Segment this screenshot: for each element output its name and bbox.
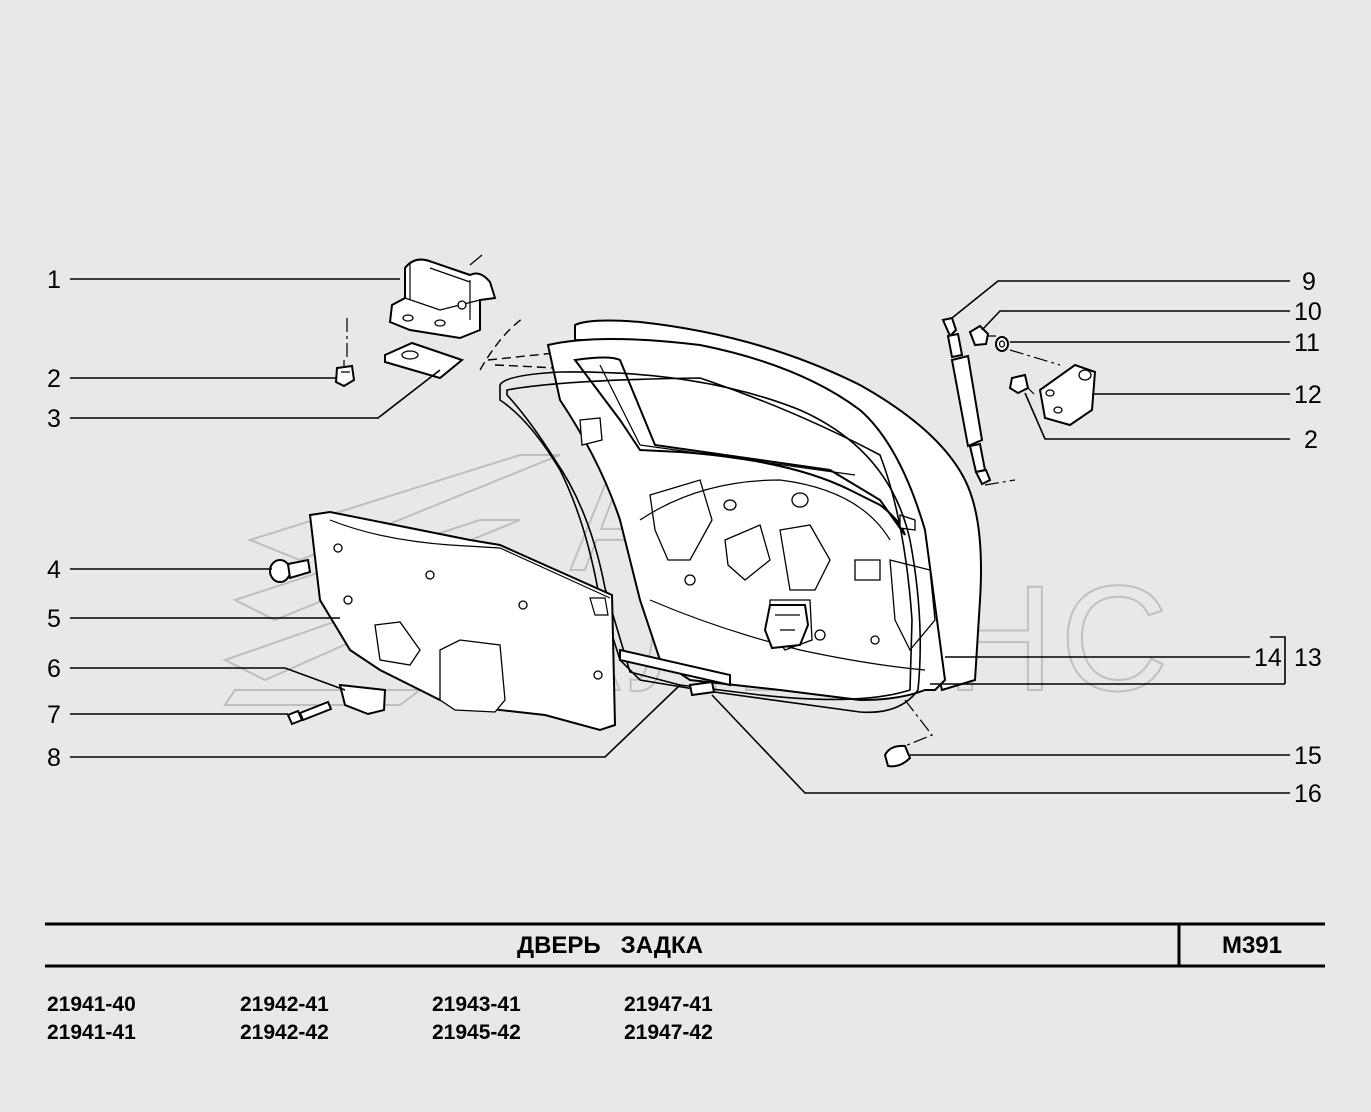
part-bolt-right	[1008, 373, 1035, 395]
model-code: 21947-41	[624, 993, 713, 1016]
callout-11: 11	[1294, 329, 1320, 357]
callout-12: 12	[1294, 381, 1322, 409]
part-trunk-lid	[546, 319, 982, 702]
callout-2-left: 2	[47, 365, 61, 393]
part-gas-strut	[941, 316, 1016, 486]
model-list: 21941-40 21941-41 21942-41 21942-42 2194…	[47, 993, 713, 1044]
page-code: M391	[1222, 932, 1282, 959]
part-ball-stud	[968, 324, 996, 347]
callout-9: 9	[1302, 268, 1316, 296]
part-clip	[688, 680, 716, 697]
callouts: 1 2 3 4 5 6 7 8 9 10 11 12 2 14 13 15 16	[47, 266, 1322, 808]
part-seal	[499, 371, 922, 714]
page-title: ДВЕРЬ ЗАДКА	[517, 932, 703, 959]
callout-2-right: 2	[1304, 426, 1318, 454]
part-washer	[995, 336, 1009, 352]
title-block: ДВЕРЬ ЗАДКА M391	[45, 922, 1325, 968]
callout-3: 3	[47, 405, 61, 433]
callout-10: 10	[1294, 298, 1322, 326]
callout-6: 6	[47, 655, 61, 683]
callout-16: 16	[1294, 780, 1322, 808]
leader-lines	[70, 278, 1290, 794]
model-code: 21941-40	[47, 993, 136, 1016]
part-latch	[763, 604, 810, 650]
part-bumper	[883, 699, 933, 768]
callout-5: 5	[47, 605, 61, 633]
part-strut-bracket	[1009, 349, 1097, 427]
callout-13: 13	[1294, 644, 1322, 672]
part-lower-strip	[619, 648, 731, 687]
part-push-clip	[269, 558, 312, 583]
part-bolt-left	[334, 318, 356, 388]
callout-15: 15	[1294, 742, 1322, 770]
callout-8: 8	[47, 744, 61, 772]
model-code: 21947-42	[624, 1021, 713, 1044]
callout-4: 4	[47, 556, 61, 584]
callout-1: 1	[47, 266, 61, 294]
model-code: 21941-41	[47, 1021, 136, 1044]
model-code: 21942-41	[240, 993, 329, 1016]
part-screw	[286, 700, 333, 726]
callout-7: 7	[47, 701, 61, 729]
model-code: 21943-41	[432, 993, 521, 1016]
part-handle	[338, 683, 387, 716]
callout-14: 14	[1254, 644, 1282, 672]
model-code: 21945-42	[432, 1021, 521, 1044]
part-trim-panel	[308, 510, 617, 732]
part-hinge	[388, 254, 497, 340]
model-code: 21942-42	[240, 1021, 329, 1044]
part-hinge-plate	[384, 341, 465, 380]
